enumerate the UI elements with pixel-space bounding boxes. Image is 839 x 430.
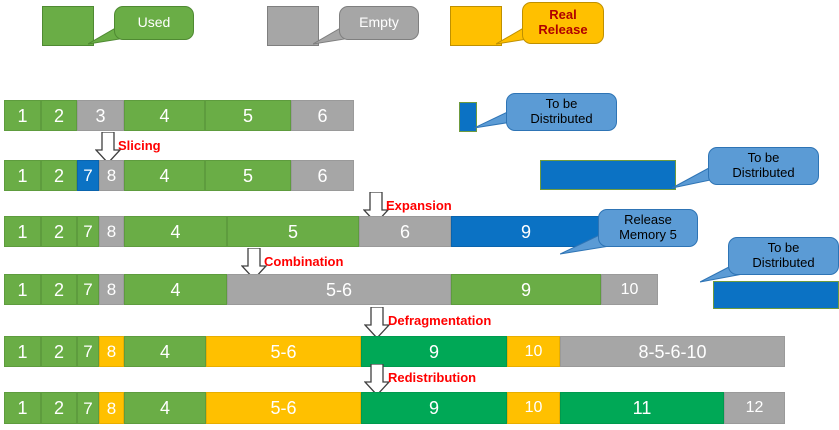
step-label-defragmentation: Defragmentation (388, 313, 492, 328)
segment-4[interactable]: 4 (124, 100, 205, 131)
segment-4[interactable]: 4 (124, 216, 227, 247)
segment-6[interactable]: 6 (291, 100, 354, 131)
memory-bar-after-combination: 1 2 7 8 4 5-6 9 10 (4, 274, 658, 305)
pending-chunk-2 (540, 160, 676, 190)
segment-3[interactable]: 3 (77, 100, 124, 131)
legend-swatch-used (42, 6, 94, 46)
segment-2[interactable]: 2 (41, 336, 77, 367)
segment-8[interactable]: 8 (99, 216, 124, 247)
step-label-combination: Combination (264, 254, 344, 269)
segment-2[interactable]: 2 (41, 100, 77, 131)
callout-line1: To be (545, 96, 578, 112)
segment-10[interactable]: 10 (507, 336, 560, 367)
segment-7[interactable]: 7 (77, 160, 99, 191)
segment-6[interactable]: 6 (359, 216, 451, 247)
step-label-redistribution: Redistribution (388, 370, 477, 385)
segment-5[interactable]: 5 (205, 160, 291, 191)
callout-line2: Distributed (530, 111, 593, 126)
callout-line2: Distributed (732, 165, 795, 180)
legend-swatch-empty (267, 6, 319, 46)
legend-bubble-empty: Empty (339, 6, 419, 40)
callout-to-be-distributed-2: To be Distributed (708, 147, 819, 185)
segment-1[interactable]: 1 (4, 100, 41, 131)
legend-real-release-line1: Real (549, 7, 577, 23)
segment-5-6[interactable]: 5-6 (206, 392, 361, 424)
segment-9[interactable]: 9 (361, 336, 507, 367)
segment-1[interactable]: 1 (4, 216, 41, 247)
callout-line2: Memory 5 (619, 227, 677, 242)
segment-4[interactable]: 4 (124, 160, 205, 191)
step-arrow-redistribution (364, 364, 390, 396)
step-arrow-slicing (95, 132, 121, 164)
segment-4[interactable]: 4 (124, 274, 227, 305)
segment-10[interactable]: 10 (507, 392, 560, 424)
segment-2[interactable]: 2 (41, 216, 77, 247)
segment-9[interactable]: 9 (361, 392, 507, 424)
segment-12[interactable]: 12 (724, 392, 785, 424)
legend-real-release-line2: Release (538, 22, 588, 37)
segment-1[interactable]: 1 (4, 336, 41, 367)
segment-7[interactable]: 7 (77, 216, 99, 247)
segment-7[interactable]: 7 (77, 274, 99, 305)
callout-to-be-distributed-1: To be Distributed (506, 93, 617, 131)
callout-line2: Distributed (752, 255, 815, 270)
segment-1[interactable]: 1 (4, 274, 41, 305)
legend-bubble-used: Used (114, 6, 194, 40)
step-label-expansion: Expansion (386, 198, 452, 213)
step-arrow-combination (241, 248, 267, 280)
legend-swatch-real-release (450, 6, 502, 46)
segment-2[interactable]: 2 (41, 274, 77, 305)
step-arrow-defragmentation (364, 307, 390, 339)
pending-chunk-row4 (713, 281, 839, 309)
segment-9[interactable]: 9 (451, 274, 601, 305)
segment-2[interactable]: 2 (41, 392, 77, 424)
segment-5[interactable]: 5 (205, 100, 291, 131)
memory-bar-after-defragmentation: 1 2 7 8 4 5-6 9 10 8-5-6-10 (4, 336, 785, 367)
callout-release-memory: Release Memory 5 (598, 209, 698, 247)
segment-1[interactable]: 1 (4, 160, 41, 191)
segment-10[interactable]: 10 (601, 274, 658, 305)
segment-5-6[interactable]: 5-6 (206, 336, 361, 367)
segment-8[interactable]: 8 (99, 392, 124, 424)
segment-4[interactable]: 4 (124, 336, 206, 367)
segment-5-6[interactable]: 5-6 (227, 274, 451, 305)
segment-4[interactable]: 4 (124, 392, 206, 424)
memory-bar-after-slicing: 1 2 7 8 4 5 6 (4, 160, 354, 191)
callout-line1: To be (767, 240, 800, 256)
segment-7[interactable]: 7 (77, 392, 99, 424)
pending-chunk-1 (459, 102, 477, 132)
segment-11[interactable]: 11 (560, 392, 724, 424)
segment-8[interactable]: 8 (99, 336, 124, 367)
legend-bubble-real-release: Real Release (522, 2, 604, 44)
segment-1[interactable]: 1 (4, 392, 41, 424)
callout-line1: Release (624, 212, 672, 228)
step-label-slicing: Slicing (118, 138, 161, 153)
segment-8[interactable]: 8 (99, 274, 124, 305)
segment-6[interactable]: 6 (291, 160, 354, 191)
segment-8-5-6-10[interactable]: 8-5-6-10 (560, 336, 785, 367)
segment-8[interactable]: 8 (99, 160, 124, 191)
segment-9[interactable]: 9 (451, 216, 601, 247)
segment-2[interactable]: 2 (41, 160, 77, 191)
memory-bar-initial: 1 2 3 4 5 6 (4, 100, 354, 131)
callout-to-be-distributed-3: To be Distributed (728, 237, 839, 275)
segment-7[interactable]: 7 (77, 336, 99, 367)
memory-bar-after-redistribution: 1 2 7 8 4 5-6 9 10 11 12 (4, 392, 785, 424)
segment-5[interactable]: 5 (227, 216, 359, 247)
callout-line1: To be (747, 150, 780, 166)
